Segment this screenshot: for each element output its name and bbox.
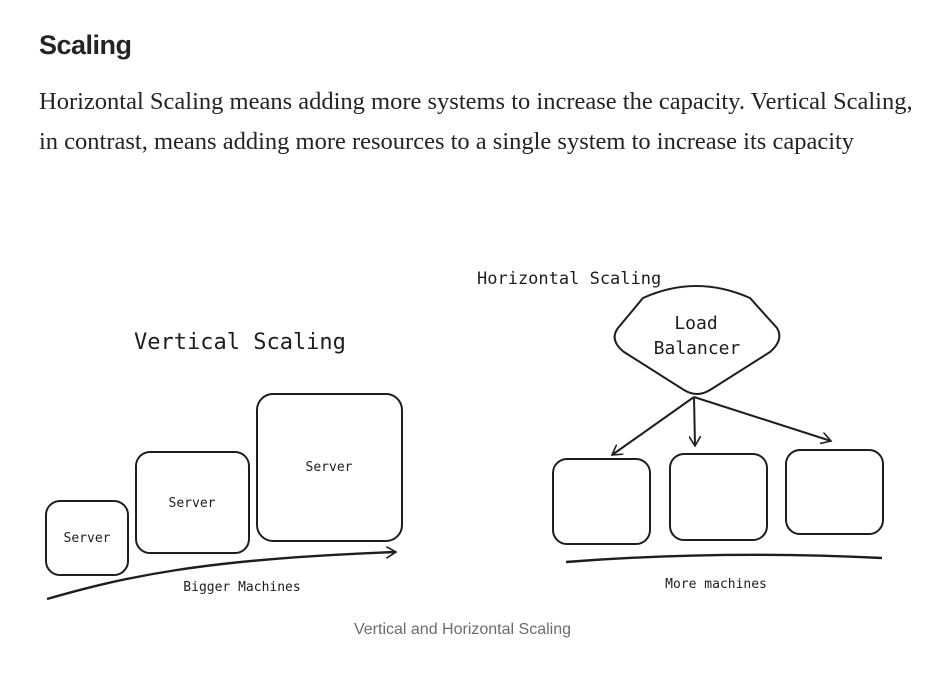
server-label-medium: Server <box>169 496 216 511</box>
more-machines-label: More machines <box>665 577 767 592</box>
server-label-large: Server <box>306 460 353 475</box>
machine-box-right <box>785 449 884 535</box>
horizontal-scaling-title: Horizontal Scaling <box>477 269 661 289</box>
server-label-small: Server <box>64 531 111 546</box>
more-machines-baseline <box>565 553 883 564</box>
figure-caption: Vertical and Horizontal Scaling <box>353 621 571 638</box>
section-paragraph: Horizontal Scaling means adding more sys… <box>39 88 913 155</box>
machine-box-left <box>552 458 651 545</box>
bigger-machines-label: Bigger Machines <box>183 580 300 595</box>
arrow-to-machine-left <box>612 396 695 455</box>
server-box-small <box>45 500 129 576</box>
section-heading: Scaling <box>39 30 132 60</box>
machine-box-middle <box>669 453 768 541</box>
server-box-medium <box>135 451 250 554</box>
bigger-machines-arrow <box>46 552 396 601</box>
arrow-to-machine-middle <box>694 396 695 446</box>
load-balancer-label-line2: Balancer <box>654 338 741 359</box>
load-balancer-label-line1: Load <box>674 313 717 334</box>
vertical-scaling-title: Vertical Scaling <box>134 330 346 355</box>
server-box-large <box>256 393 403 542</box>
arrow-to-machine-right <box>693 396 831 441</box>
load-balancer-diamond <box>613 285 781 395</box>
